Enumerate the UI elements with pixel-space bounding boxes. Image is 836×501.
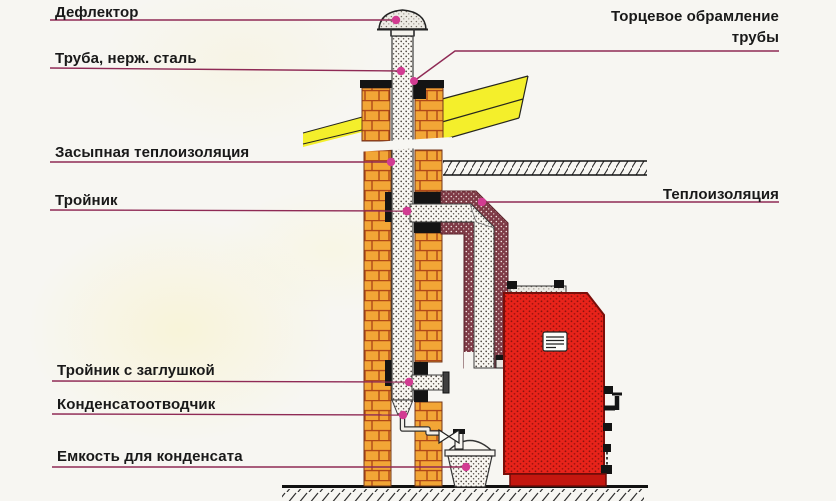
- label-trap: Конденсатоотводчик: [57, 396, 216, 413]
- anchor-dot-insulation: [477, 197, 487, 207]
- anchor-dots: [386, 15, 487, 472]
- label-tee: Тройник: [55, 192, 118, 209]
- label-tee-plug: Тройник с заглушкой: [57, 362, 215, 379]
- pipe-end-framing: [413, 88, 426, 99]
- boiler-base: [509, 473, 607, 487]
- boiler: [503, 280, 622, 487]
- label-end-framing: Торцевое обрамление трубы: [610, 8, 779, 46]
- brick-chimney: [361, 87, 444, 487]
- flue-pipe: [377, 9, 495, 436]
- label-tank: Емкость для конденсата: [57, 448, 243, 465]
- ground: [282, 485, 648, 501]
- anchor-dot-end-framing: [410, 77, 418, 85]
- leader-pipe: [49, 67, 402, 72]
- condensate-bucket: [447, 455, 493, 488]
- bucket-rim: [444, 449, 496, 457]
- label-insulation: Теплоизоляция: [662, 186, 779, 203]
- condensate-assembly: [438, 428, 496, 488]
- label-backfill: Засыпная теплоизоляция: [55, 144, 250, 161]
- section-break: [356, 137, 452, 152]
- leader-lines: [49, 19, 779, 468]
- chimney-flashing: [360, 80, 444, 402]
- leader-trap: [51, 413, 404, 416]
- drain-valve: [438, 428, 451, 445]
- tee-branch-pipe: [409, 203, 495, 369]
- anchor-dot-tank: [461, 462, 471, 472]
- roof-slope: [302, 75, 529, 147]
- leader-tee-plug: [51, 380, 410, 383]
- anchor-dot-pipe: [396, 66, 406, 76]
- anchor-dot-backfill: [386, 157, 396, 167]
- anchor-dot-tee: [402, 206, 412, 216]
- ground-hatch: [282, 489, 644, 501]
- ceiling-slab: [443, 160, 647, 176]
- boiler-body: [503, 292, 605, 475]
- leader-end-framing: [413, 50, 779, 82]
- tee-plug-stub: [411, 374, 444, 391]
- plug-cap: [442, 371, 450, 394]
- anchor-dot-tee-plug: [404, 377, 414, 387]
- leader-tee: [49, 209, 407, 212]
- label-deflector: Дефлектор: [55, 4, 139, 21]
- anchor-dot-trap: [398, 410, 408, 420]
- roof-right: [442, 76, 528, 140]
- label-pipe-steel: Труба, нерж. сталь: [55, 50, 197, 67]
- roof-left: [303, 116, 366, 147]
- boiler-vent-plate: [542, 331, 568, 352]
- boiler-fittings: [601, 386, 622, 474]
- anchor-dot-deflector: [391, 15, 401, 25]
